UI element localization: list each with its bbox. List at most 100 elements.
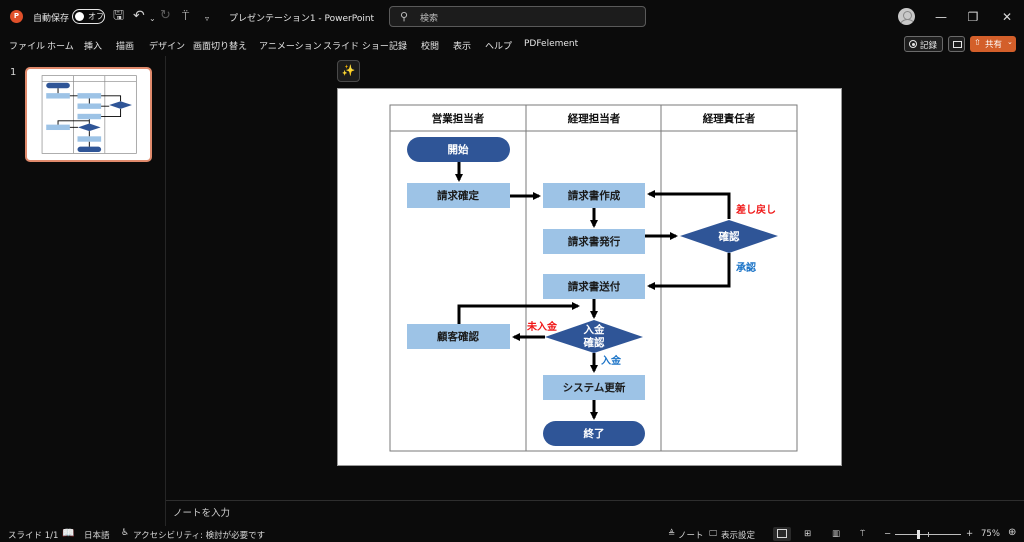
node-payment-check-label-2: 確認: [584, 336, 605, 349]
thumbnail-preview: [41, 75, 137, 154]
node-confirm-request-label: 請求確定: [437, 189, 479, 202]
notes-splitter[interactable]: [166, 500, 1024, 501]
tab-file[interactable]: ファイル: [9, 42, 46, 52]
save-icon[interactable]: 🖫: [113, 8, 125, 23]
share-icon: ⇧: [974, 38, 981, 47]
undo-icon[interactable]: ↶: [133, 8, 145, 24]
node-payment-check-label-1: 入金: [584, 323, 605, 336]
designer-icon[interactable]: ✨: [337, 60, 360, 82]
node-send-invoice-label: 請求書送付: [568, 280, 621, 293]
slide-thumbnail[interactable]: [25, 67, 152, 162]
process-customer-check[interactable]: [407, 324, 510, 349]
tab-design[interactable]: デザイン: [149, 42, 186, 52]
ribbon-tabs: ファイル ホーム 挿入 描画 デザイン 画面切り替え アニメーション スライド …: [0, 34, 1024, 56]
normal-view-icon: [777, 529, 787, 538]
tab-record[interactable]: 記録: [389, 42, 408, 52]
powerpoint-logo-icon: P: [10, 10, 23, 23]
node-start-label: 開始: [448, 143, 469, 156]
restore-button[interactable]: ❐: [967, 10, 979, 24]
notes-icon[interactable]: ≜: [668, 529, 676, 539]
zoom-in-button[interactable]: +: [966, 529, 974, 539]
edge-label-sendback: 差し戻し: [736, 203, 776, 216]
customize-qat-icon[interactable]: ▿: [205, 14, 210, 23]
process-confirm-request[interactable]: [407, 183, 510, 208]
edge-label-unpaid: 未入金: [526, 320, 558, 333]
undo-dropdown-icon[interactable]: ⌄: [149, 14, 156, 23]
tab-pdfelement[interactable]: PDFelement: [524, 39, 579, 49]
record-icon: [909, 40, 917, 48]
minimize-button[interactable]: —: [935, 10, 947, 24]
node-end-label: 終了: [584, 427, 605, 440]
autosave-label: 自動保存: [33, 14, 70, 24]
display-settings-button[interactable]: 表示設定: [721, 531, 756, 541]
close-button[interactable]: ✕: [1001, 10, 1013, 24]
edge-label-paid: 入金: [601, 354, 622, 367]
title-bar: P 自動保存 オフ 🖫 ↶ ⌄ ↻ ⍡ ▿ プレゼンテーション1 - Power…: [0, 0, 1024, 34]
share-label: 共有: [985, 40, 1003, 50]
process-system-update[interactable]: [543, 375, 645, 400]
redo-icon: ↻: [160, 8, 171, 23]
zoom-level[interactable]: 75%: [981, 529, 1000, 539]
search-placeholder: 検索: [420, 14, 439, 24]
tab-animations[interactable]: アニメーション: [259, 42, 322, 52]
tab-review[interactable]: 校閲: [421, 42, 440, 52]
process-send-invoice[interactable]: [543, 274, 645, 299]
zoom-out-button[interactable]: −: [884, 529, 892, 539]
lane-header-sales: 営業担当者: [432, 112, 485, 125]
spellcheck-icon[interactable]: 📖: [62, 528, 75, 539]
tab-help[interactable]: ヘルプ: [485, 42, 513, 52]
arrow-sendback: [647, 190, 731, 219]
account-avatar[interactable]: [898, 8, 915, 25]
pane-divider[interactable]: [165, 56, 166, 526]
search-box[interactable]: ⚲ 検索: [389, 6, 646, 27]
comments-button[interactable]: [948, 36, 965, 52]
slide-canvas[interactable]: 営業担当者 経理担当者 経理責任者 開始 請求確定 請求書作成 請求書発行 確認: [337, 88, 842, 466]
accessibility-icon[interactable]: ♿: [121, 528, 130, 538]
zoom-slider-thumb[interactable]: [916, 530, 920, 539]
autosave-toggle[interactable]: オフ: [72, 9, 105, 24]
language-indicator[interactable]: 日本語: [84, 531, 110, 541]
chevron-down-icon[interactable]: ⌄: [1007, 38, 1013, 46]
edge-label-approved: 承認: [736, 261, 756, 274]
slide-sorter-icon[interactable]: ⊞: [804, 529, 812, 539]
toggle-knob: [75, 12, 84, 21]
connectors: [455, 162, 731, 420]
share-button[interactable]: ⇧ 共有 ⌄: [970, 36, 1016, 52]
node-customer-check-label: 顧客確認: [437, 330, 479, 343]
arrow-customer-loop: [457, 302, 580, 324]
record-label: 記録: [920, 41, 938, 51]
decision-approve-check[interactable]: [680, 220, 778, 253]
tab-insert[interactable]: 挿入: [84, 42, 103, 52]
swimlane-table: [389, 104, 798, 452]
lane-header-accounting: 経理担当者: [568, 112, 621, 125]
fit-to-window-icon[interactable]: ⊕: [1008, 527, 1017, 538]
decision-payment-check[interactable]: [545, 320, 643, 353]
display-settings-icon[interactable]: 🖵: [709, 529, 718, 539]
terminal-start[interactable]: [407, 137, 510, 162]
process-create-invoice[interactable]: [543, 183, 645, 208]
document-title: プレゼンテーション1 - PowerPoint: [229, 14, 375, 24]
notes-input[interactable]: ノートを入力: [173, 508, 231, 519]
present-icon[interactable]: ⍡: [182, 9, 190, 23]
lane-header-manager: 経理責任者: [703, 112, 756, 125]
accessibility-status[interactable]: アクセシビリティ: 検討が必要です: [133, 531, 266, 541]
search-icon: ⚲: [400, 10, 409, 23]
autosave-state: オフ: [88, 12, 104, 21]
normal-view-button[interactable]: [773, 527, 791, 541]
tab-home[interactable]: ホーム: [47, 42, 74, 52]
slideshow-icon[interactable]: ⍡: [860, 529, 866, 539]
tab-draw[interactable]: 描画: [116, 42, 135, 52]
record-button[interactable]: 記録: [904, 36, 943, 52]
flowchart: 営業担当者 経理担当者 経理責任者 開始 請求確定 請求書作成 請求書発行 確認: [389, 104, 798, 452]
terminal-end[interactable]: [543, 421, 645, 446]
node-system-update-label: システム更新: [563, 381, 626, 394]
process-issue-invoice[interactable]: [543, 229, 645, 254]
reading-view-icon[interactable]: ▥: [832, 529, 841, 539]
tab-view[interactable]: 表示: [453, 42, 472, 52]
thumbnail-number: 1: [10, 67, 17, 78]
tab-slideshow[interactable]: スライド ショー: [323, 42, 389, 52]
notes-button[interactable]: ノート: [678, 531, 704, 541]
node-issue-invoice-label: 請求書発行: [568, 235, 621, 248]
tab-transitions[interactable]: 画面切り替え: [193, 42, 248, 52]
node-create-invoice-label: 請求書作成: [568, 189, 621, 202]
